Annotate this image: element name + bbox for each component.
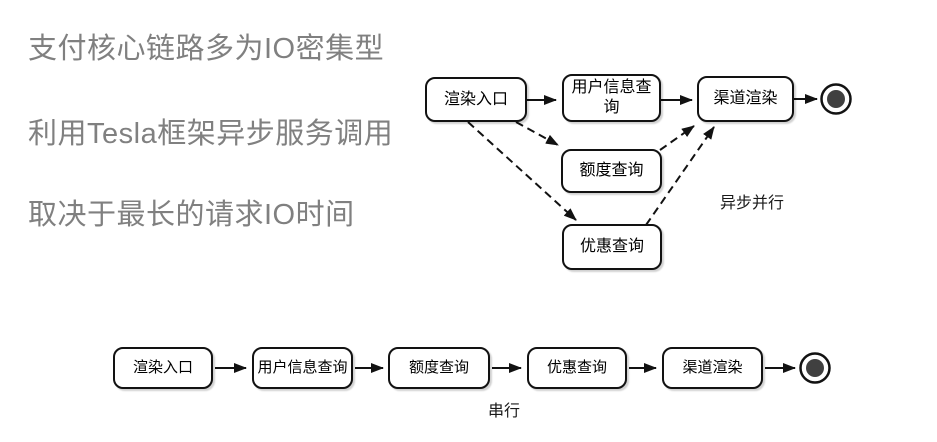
async-edge-entry-discount-dashed	[467, 121, 577, 221]
serial-node-user-info: 用户信息查询	[252, 347, 353, 389]
async-end-event-icon	[820, 83, 852, 115]
serial-flow-caption: 串行	[488, 403, 521, 420]
serial-end-event-icon	[799, 352, 831, 384]
async-edge-discount-channel-dashed	[645, 126, 715, 226]
note-line-2: 利用Tesla框架异步服务调用	[28, 118, 394, 150]
note-line-3: 取决于最长的请求IO时间	[28, 199, 355, 231]
async-edge-entry-quota-dashed	[515, 121, 559, 146]
serial-node-entry: 渲染入口	[113, 347, 213, 389]
async-node-entry: 渲染入口	[425, 77, 527, 122]
serial-node-discount: 优惠查询	[527, 347, 627, 389]
async-edge-quota-channel-dashed	[659, 125, 695, 151]
async-node-channel: 渠道渲染	[697, 76, 794, 122]
async-flow-caption: 异步并行	[720, 195, 785, 212]
note-line-1: 支付核心链路多为IO密集型	[28, 33, 385, 65]
async-node-user-info: 用户信息查询	[562, 74, 661, 122]
async-node-discount: 优惠查询	[562, 224, 662, 270]
async-node-quota: 额度查询	[561, 149, 662, 193]
serial-node-quota: 额度查询	[388, 347, 490, 389]
serial-node-channel: 渠道渲染	[662, 347, 763, 389]
